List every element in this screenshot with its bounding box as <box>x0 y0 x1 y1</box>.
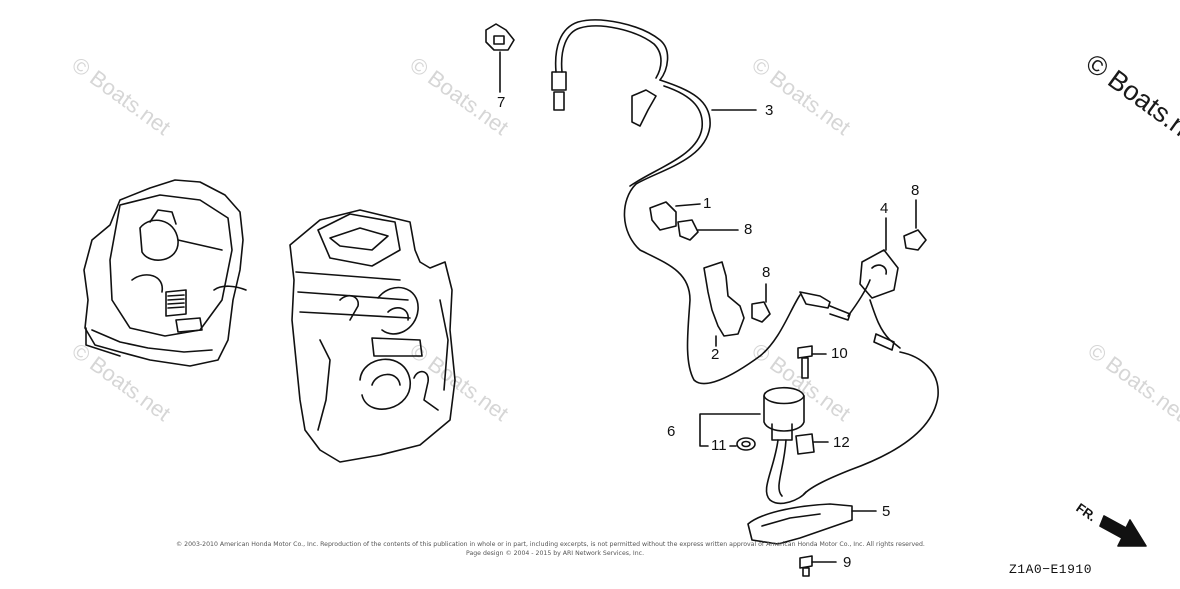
part-number-4: 4 <box>880 200 889 217</box>
part-number-1: 1 <box>703 195 712 212</box>
engine-crankcase-illustration <box>83 179 247 367</box>
part-2-bracket <box>703 261 745 337</box>
part-number-11: 11 <box>711 437 727 454</box>
part-number-10: 10 <box>831 345 848 362</box>
leader-line <box>675 203 701 207</box>
part-number-8: 8 <box>762 264 771 281</box>
direction-arrow-icon <box>1099 515 1147 547</box>
part-1-bracket <box>649 201 677 231</box>
part-4-detail <box>871 264 888 275</box>
wire-harness <box>551 19 901 385</box>
diagram-code: Z1A0−E1910 <box>1009 562 1093 577</box>
copyright-line-1: © 2003-2010 American Honda Motor Co., In… <box>176 541 925 548</box>
part-8-bolt <box>903 229 927 251</box>
part-number-8: 8 <box>911 182 920 199</box>
part-10-bolt <box>797 345 813 379</box>
part-number-7: 7 <box>497 94 506 111</box>
part-7-clip <box>485 23 515 93</box>
part-number-5: 5 <box>882 503 891 520</box>
engine-cylinder-illustration <box>289 209 456 463</box>
part-6-solenoid <box>763 351 939 505</box>
part-5-plate <box>747 503 853 545</box>
part-8-bolt <box>677 219 699 241</box>
copyright-line-2: Page design © 2004 - 2015 by ARI Network… <box>466 550 645 557</box>
part-11-washer <box>736 437 756 451</box>
part-11-washer-hole <box>741 440 751 448</box>
part-number-12: 12 <box>833 434 850 451</box>
part-number-3: 3 <box>765 102 774 119</box>
part-9-bolt <box>799 555 813 577</box>
leader-bracket <box>699 413 761 447</box>
part-number-6: 6 <box>667 423 676 440</box>
part-5-detail <box>761 513 821 527</box>
part-12-collar <box>795 433 815 455</box>
part-4-sensor <box>859 249 899 299</box>
part-8-bolt <box>751 301 771 323</box>
part-number-2: 2 <box>711 346 720 363</box>
part-number-9: 9 <box>843 554 852 571</box>
part-number-8: 8 <box>744 221 753 238</box>
